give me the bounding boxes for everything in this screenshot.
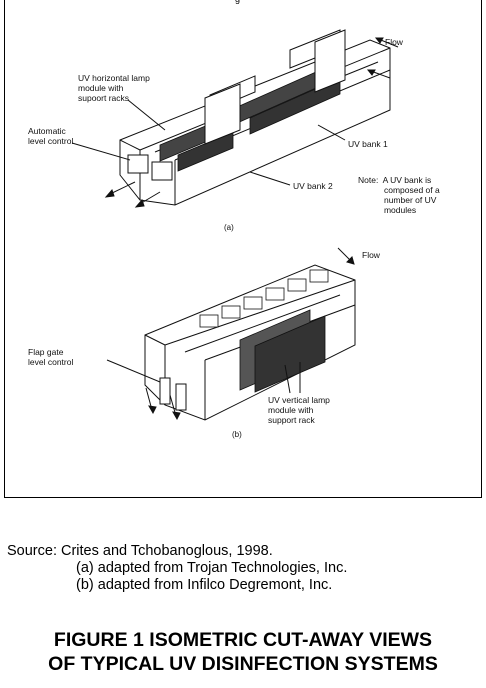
- diagram-a-channel: [71, 29, 399, 208]
- source-line-3: (b) adapted from Infilco Degremont, Inc.: [76, 577, 333, 593]
- figure-frame: [4, 0, 482, 498]
- uv-bank-note: Note: A UV bank is composed of a number …: [358, 175, 440, 215]
- uv-bank-1-label: UV bank 1: [348, 139, 388, 149]
- vertical-lamp-module-label: UV vertical lamp module with support rac…: [268, 395, 330, 425]
- source-citation: Source: Crites and Tchobanoglous, 1998. …: [7, 543, 347, 594]
- uv-bank-2-label: UV bank 2: [293, 181, 333, 191]
- caption-b: (b): [232, 430, 242, 439]
- caption-a: (a): [224, 223, 234, 232]
- flow-label-a: Flow: [385, 37, 403, 47]
- figure-title-line-1: FIGURE 1 ISOMETRIC CUT-AWAY VIEWS: [53, 629, 433, 651]
- source-line-2: (a) adapted from Trojan Technologies, In…: [76, 560, 348, 576]
- level-control-label: Automatic level control: [28, 126, 74, 146]
- lamp-module-label: UV horizontal lamp module with supoort r…: [78, 73, 150, 103]
- flap-gate-label: Flap gate level control: [28, 347, 74, 367]
- uv-systems-illustration: [71, 29, 399, 421]
- figure-title-line-2: OF TYPICAL UV DISINFECTION SYSTEMS: [48, 653, 438, 675]
- source-line-1: Source: Crites and Tchobanoglous, 1998.: [7, 543, 273, 559]
- flow-label-b: Flow: [362, 250, 380, 260]
- top-text-fragment: g: [235, 0, 240, 4]
- diagram-b-channel: [106, 247, 356, 421]
- figure-title: FIGURE 1 ISOMETRIC CUT-AWAY VIEWS OF TYP…: [0, 628, 486, 676]
